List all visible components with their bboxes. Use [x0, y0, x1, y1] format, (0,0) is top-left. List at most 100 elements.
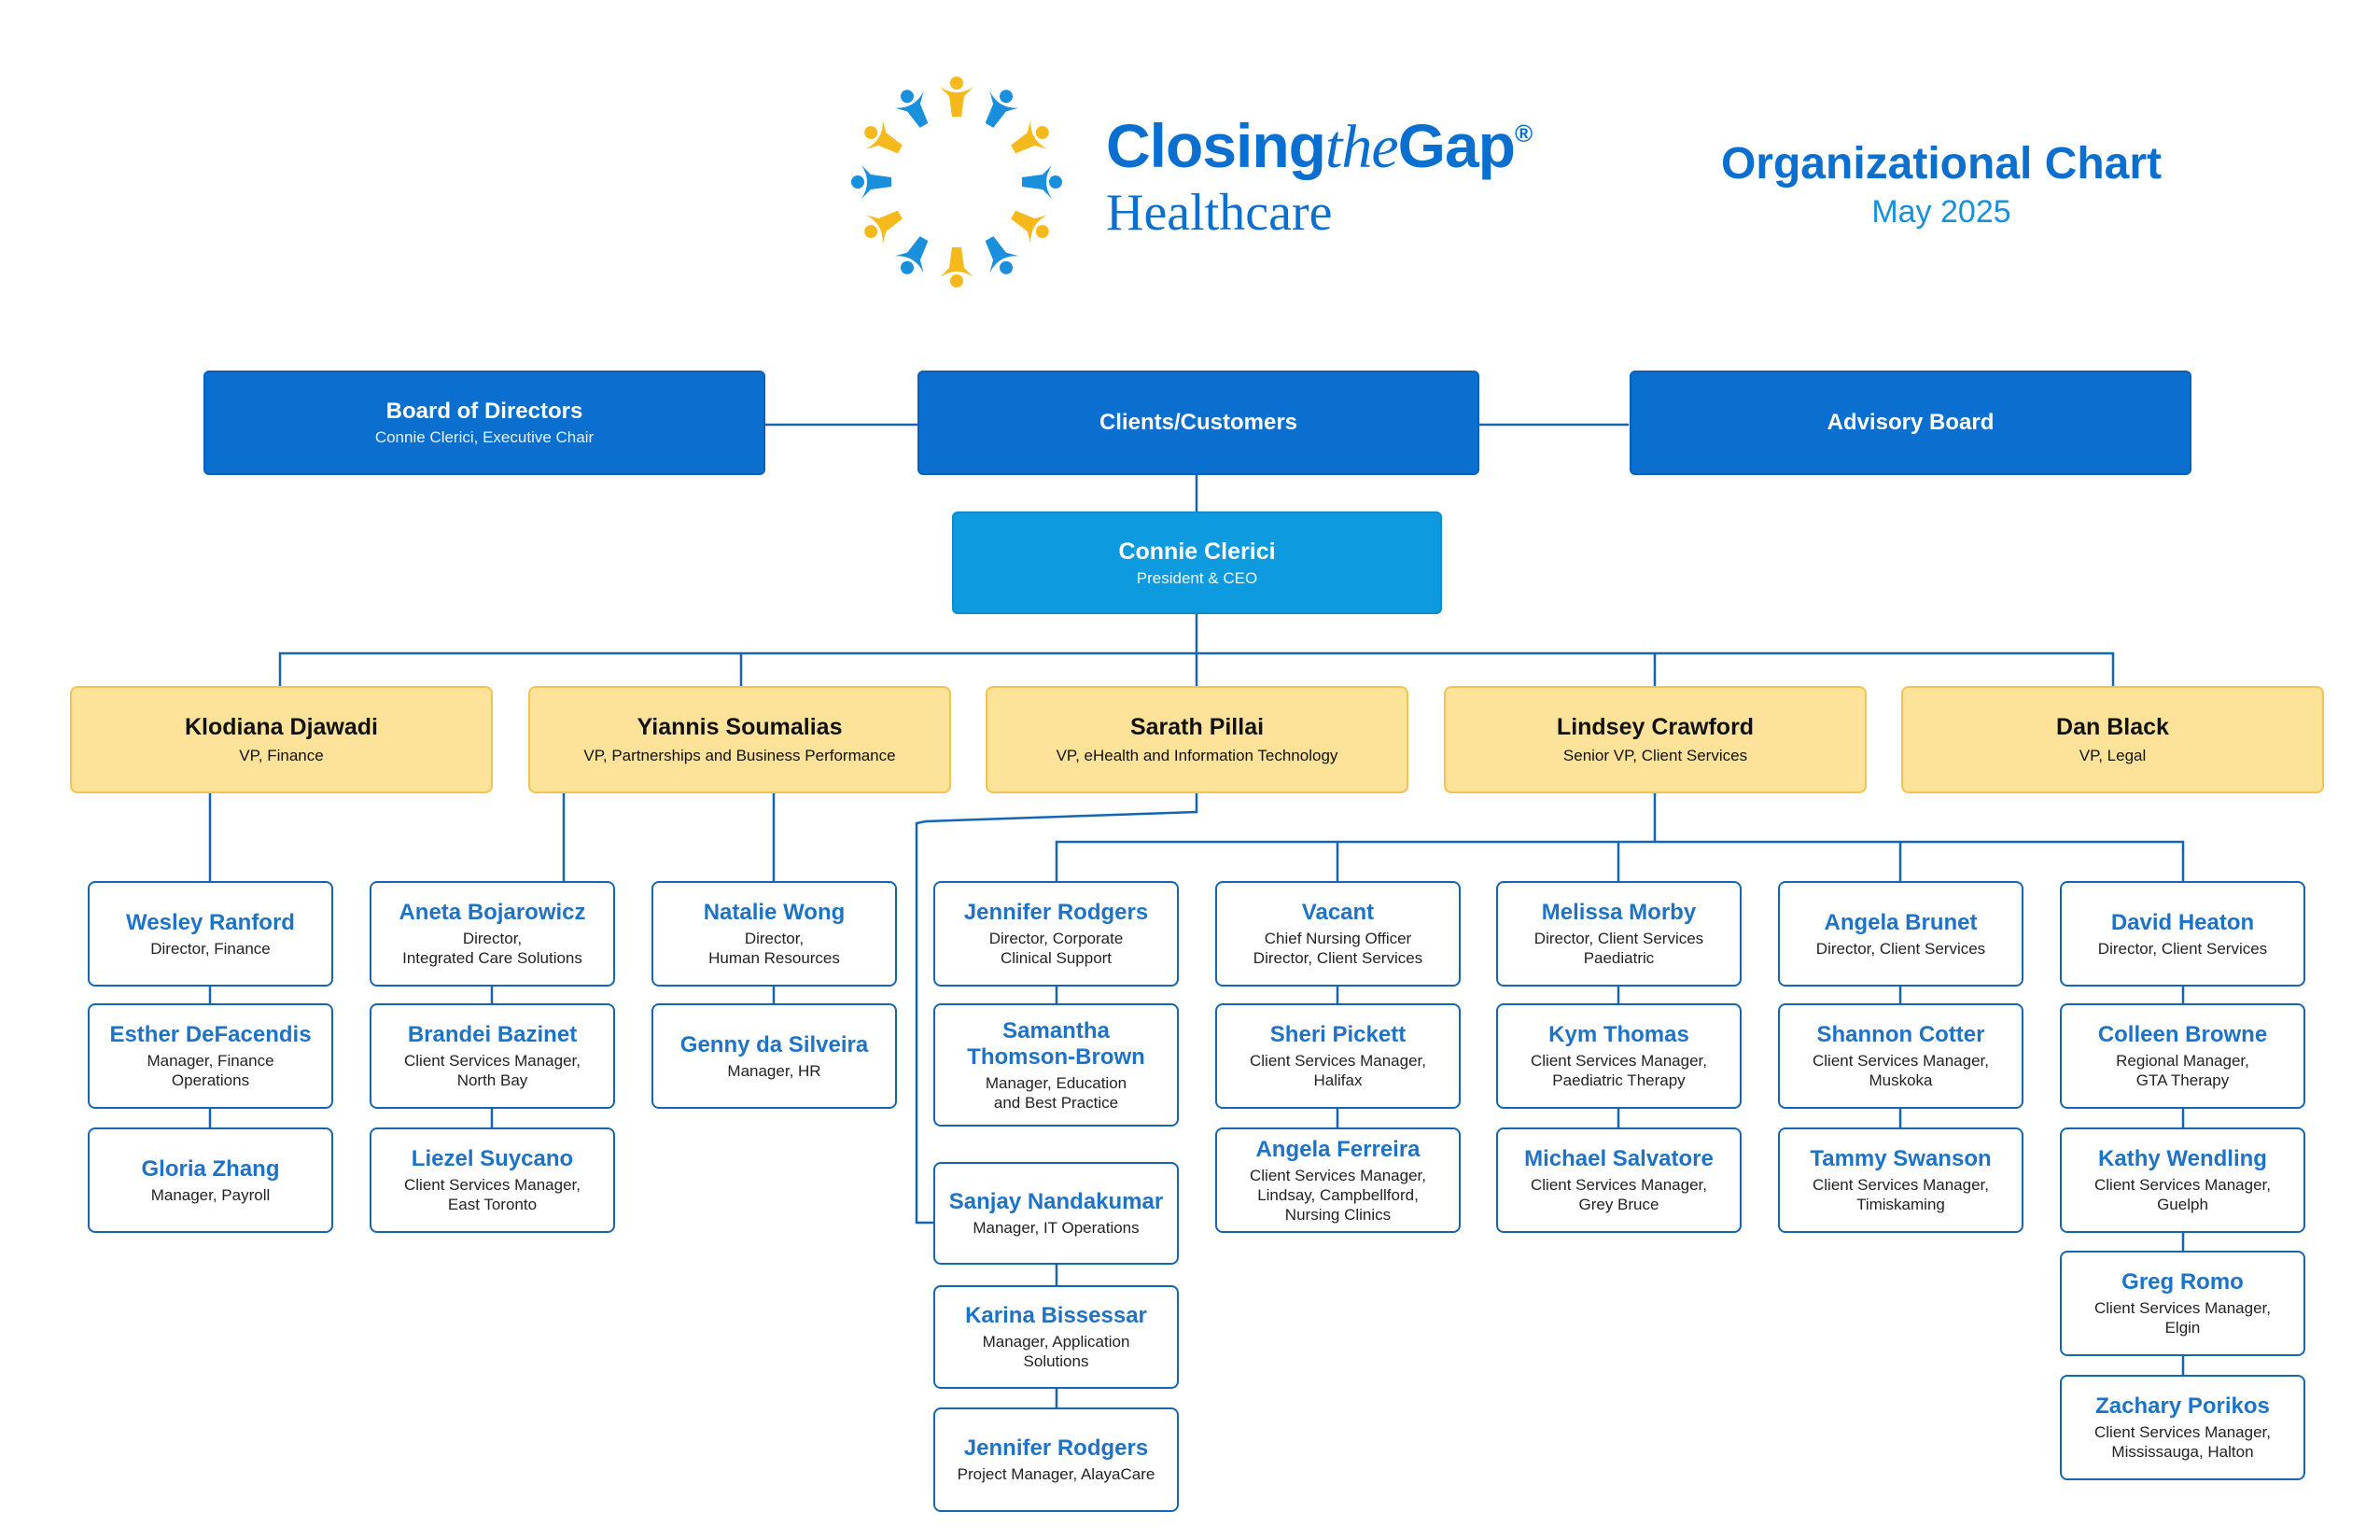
staff-name: Kathy Wendling — [2098, 1146, 2267, 1171]
vp-box: Klodiana Djawadi VP, Finance — [70, 686, 493, 793]
advisory-title: Advisory Board — [1827, 410, 1995, 435]
vp-role: VP, eHealth and Information Technology — [1056, 747, 1338, 764]
staff-name: Genny da Silveira — [679, 1031, 869, 1057]
staff-name: Melissa Morby — [1541, 900, 1697, 925]
staff-role: Client Services Manager, East Toronto — [404, 1176, 581, 1213]
staff-card: Karina Bissessar Manager, Application So… — [933, 1285, 1179, 1389]
staff-card: Angela Ferreira Client Services Manager,… — [1215, 1127, 1461, 1233]
staff-card: Tammy Swanson Client Services Manager, T… — [1778, 1127, 2023, 1233]
vp-box: Dan Black VP, Legal — [1901, 686, 2324, 793]
vp-name: Lindsey Crawford — [1556, 714, 1755, 740]
staff-name: Liezel Suycano — [411, 1146, 574, 1171]
staff-name: Sanjay Nandakumar — [948, 1189, 1164, 1214]
staff-role: Manager, Education and Best Practice — [985, 1073, 1127, 1112]
staff-role: Client Services Manager, Timiskaming — [1813, 1176, 1989, 1213]
staff-name: Angela Brunet — [1824, 909, 1978, 935]
chart-date: May 2025 — [1871, 194, 2011, 230]
staff-card: Jennifer Rodgers Director, Corporate Cli… — [933, 881, 1179, 987]
staff-card: David Heaton Director, Client Services — [2060, 881, 2305, 987]
staff-role: Director, Human Resources — [708, 930, 840, 967]
staff-role: Director, Client Services — [2097, 939, 2268, 958]
staff-role: Manager, Payroll — [150, 1185, 271, 1204]
staff-card: Jennifer Rodgers Project Manager, AlayaC… — [933, 1407, 1179, 1512]
staff-name: Samantha Thomson-Brown — [967, 1017, 1145, 1070]
staff-card: Kathy Wendling Client Services Manager, … — [2060, 1127, 2305, 1233]
staff-card: Shannon Cotter Client Services Manager, … — [1778, 1003, 2023, 1109]
staff-card: Natalie Wong Director, Human Resources — [651, 881, 897, 987]
staff-role: Manager, IT Operations — [973, 1219, 1140, 1237]
staff-name: Vacant — [1301, 900, 1375, 925]
staff-card: Colleen Browne Regional Manager, GTA The… — [2060, 1003, 2305, 1109]
staff-name: Zachary Porikos — [2095, 1393, 2270, 1419]
staff-role: Director, Integrated Care Solutions — [402, 930, 582, 967]
staff-card: Vacant Chief Nursing Officer Director, C… — [1215, 881, 1461, 987]
vp-role: VP, Partnerships and Business Performanc… — [583, 747, 896, 764]
chart-title: Organizational Chart — [1720, 139, 2163, 189]
staff-role: Chief Nursing Officer Director, Client S… — [1253, 930, 1423, 967]
staff-name: David Heaton — [2110, 909, 2255, 935]
staff-role: Client Services Manager, Lindsay, Campbe… — [1250, 1166, 1426, 1224]
staff-card: Brandei Bazinet Client Services Manager,… — [370, 1003, 615, 1109]
staff-card: Aneta Bojarowicz Director, Integrated Ca… — [370, 881, 615, 987]
vp-box: Lindsey Crawford Senior VP, Client Servi… — [1444, 686, 1867, 793]
advisory-board-box: Advisory Board — [1630, 371, 2191, 475]
staff-card: Melissa Morby Director, Client Services … — [1496, 881, 1742, 987]
staff-card: Zachary Porikos Client Services Manager,… — [2060, 1375, 2305, 1480]
staff-name: Wesley Ranford — [126, 909, 295, 935]
staff-role: Manager, Application Solutions — [982, 1333, 1130, 1370]
staff-role: Project Manager, AlayaCare — [957, 1465, 1155, 1483]
staff-card: Greg Romo Client Services Manager, Elgin — [2060, 1251, 2305, 1356]
ceo-name: Connie Clerici — [1118, 538, 1276, 565]
vp-role: VP, Finance — [239, 747, 324, 764]
staff-card: Liezel Suycano Client Services Manager, … — [370, 1127, 615, 1233]
staff-card: Genny da Silveira Manager, HR — [651, 1003, 897, 1109]
staff-name: Jennifer Rodgers — [963, 1435, 1149, 1461]
staff-name: Natalie Wong — [703, 900, 846, 925]
brand-name: ClosingtheGap® — [1106, 111, 1533, 181]
vp-role: Senior VP, Client Services — [1562, 747, 1748, 764]
clients-title: Clients/Customers — [1099, 410, 1298, 435]
staff-role: Client Services Manager, Guelph — [2094, 1176, 2271, 1213]
staff-name: Colleen Browne — [2097, 1022, 2268, 1047]
staff-name: Greg Romo — [2121, 1269, 2244, 1295]
ceo-role: President & CEO — [1136, 568, 1258, 587]
vp-box: Yiannis Soumalias VP, Partnerships and B… — [528, 686, 951, 793]
board-chair: Connie Clerici, Executive Chair — [374, 428, 595, 446]
staff-role: Client Services Manager, Paediatric Ther… — [1531, 1052, 1707, 1089]
staff-role: Client Services Manager, Halifax — [1250, 1052, 1426, 1089]
staff-role: Client Services Manager, North Bay — [404, 1052, 581, 1089]
staff-role: Manager, HR — [727, 1061, 821, 1080]
staff-role: Director, Client Services Paediatric — [1533, 930, 1704, 967]
staff-name: Esther DeFacendis — [109, 1022, 312, 1047]
board-of-directors-box: Board of Directors Connie Clerici, Execu… — [203, 371, 765, 475]
vp-name: Klodiana Djawadi — [185, 714, 378, 740]
vp-name: Sarath Pillai — [1129, 714, 1265, 740]
staff-role: Director, Finance — [150, 939, 271, 958]
staff-name: Tammy Swanson — [1810, 1146, 1992, 1171]
staff-name: Brandei Bazinet — [407, 1022, 578, 1047]
staff-card: Kym Thomas Client Services Manager, Paed… — [1496, 1003, 1742, 1109]
staff-card: Sheri Pickett Client Services Manager, H… — [1215, 1003, 1461, 1109]
staff-role: Director, Corporate Clinical Support — [988, 930, 1124, 967]
staff-card: Michael Salvatore Client Services Manage… — [1496, 1127, 1742, 1233]
brand-subtitle: Healthcare — [1106, 184, 1333, 242]
staff-card: Samantha Thomson-Brown Manager, Educatio… — [933, 1003, 1179, 1127]
clients-customers-box: Clients/Customers — [917, 371, 1479, 475]
staff-role: Client Services Manager, Mississauga, Ha… — [2094, 1423, 2271, 1461]
staff-card: Sanjay Nandakumar Manager, IT Operations — [933, 1162, 1179, 1265]
vp-box: Sarath Pillai VP, eHealth and Informatio… — [986, 686, 1408, 793]
staff-name: Gloria Zhang — [141, 1155, 280, 1182]
staff-role: Director, Client Services — [1815, 939, 1986, 958]
staff-role: Client Services Manager, Muskoka — [1813, 1052, 1989, 1089]
staff-name: Karina Bissessar — [965, 1303, 1147, 1328]
staff-card: Gloria Zhang Manager, Payroll — [88, 1127, 333, 1233]
staff-name: Aneta Bojarowicz — [399, 900, 586, 925]
staff-card: Angela Brunet Director, Client Services — [1778, 881, 2023, 987]
staff-role: Client Services Manager, Grey Bruce — [1531, 1176, 1707, 1213]
staff-name: Jennifer Rodgers — [963, 900, 1149, 925]
vp-name: Dan Black — [2056, 714, 2169, 740]
staff-name: Angela Ferreira — [1255, 1136, 1421, 1162]
staff-role: Regional Manager, GTA Therapy — [2116, 1052, 2249, 1089]
staff-name: Kym Thomas — [1548, 1022, 1689, 1047]
